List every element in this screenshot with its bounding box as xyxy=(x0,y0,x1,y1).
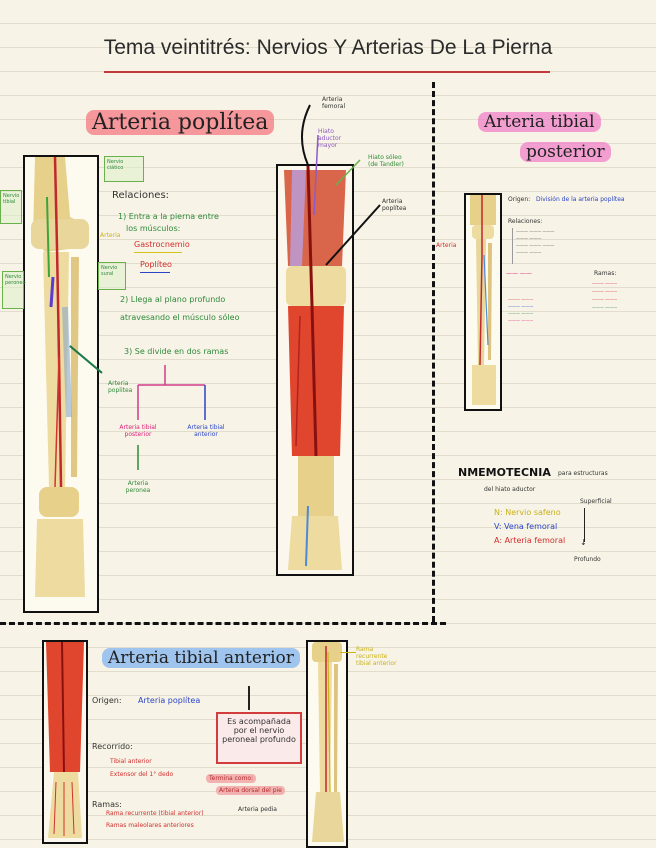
ta-origen-label: Origen: xyxy=(92,696,122,705)
ta-photo-leader xyxy=(340,652,356,653)
tp-origen-value: División de la arteria poplítea xyxy=(536,196,625,203)
poplitea-leg-image xyxy=(23,155,99,613)
ta-ramas-1: Rama recurrente (tibial anterior) xyxy=(106,810,204,817)
item1-popliteo: Poplíteo xyxy=(140,260,172,269)
mnemo-arrow-line xyxy=(584,508,585,542)
ta-recorrido-label: Recorrido: xyxy=(92,742,133,751)
section-divider-horizontal xyxy=(0,622,446,625)
tibial-posterior-heading-1: Arteria tibial xyxy=(478,112,601,132)
tp-color-list: ——— ——— ——— ——— ——— ——— ——— ——— xyxy=(508,297,534,323)
branch-right: Arteria tibial anterior xyxy=(187,424,225,438)
tp-ramas-list: ——— ——— ——— ——— ——— ——— ——— ——— xyxy=(592,281,618,310)
mnemo-arrow-icon: ↓ xyxy=(580,538,587,547)
ta-connector xyxy=(248,686,250,710)
label-box-1: Nervio ciático xyxy=(104,156,144,182)
mnemo-heading-line2: del hiato aductor xyxy=(484,486,536,493)
branch-left: Arteria tibial posterior xyxy=(119,424,157,438)
ta-ramas-2: Ramas maleolares anteriores xyxy=(106,822,194,829)
poplitea-photo-note: Arteria xyxy=(100,232,121,239)
label-femoral: Arteria femoral xyxy=(322,96,346,110)
popliteo-underline xyxy=(140,272,170,273)
leader-label: Arteria poplitea xyxy=(108,380,133,394)
item2-line1: 2) Llega al plano profundo xyxy=(120,295,226,304)
tibial-anterior-image-left xyxy=(42,640,88,844)
ta-acompanada-box: Es acompañada por el nervio peroneal pro… xyxy=(216,712,302,764)
mnemo-profundo: Profundo xyxy=(574,556,601,563)
label-hiato-soleo: Hiato sóleo (de Tandler) xyxy=(368,154,404,168)
ta-termina-value: Arteria dorsal del pie xyxy=(216,786,285,795)
label-box-3: Nervio peroneo xyxy=(2,271,26,309)
mnemo-heading-tail: para estructuras xyxy=(558,470,608,477)
label-box-4: Nervio sural xyxy=(98,262,126,290)
poplitea-heading: Arteria poplítea xyxy=(86,110,275,135)
relaciones-label: Relaciones: xyxy=(112,190,170,201)
item1-line1: 1) Entra a la pierna entre xyxy=(118,212,219,221)
tp-notes-block: ——— ——— —————— —————— ——— —————— ——— xyxy=(512,228,583,264)
mnemo-superficial: Superficial xyxy=(580,498,612,505)
gastrocnemio-underline xyxy=(134,252,182,253)
mnemo-v: V: Vena femoral xyxy=(494,522,558,531)
ta-termina-label: Termina como: xyxy=(206,774,257,783)
tp-pink-note: —— —— xyxy=(506,270,532,277)
mnemo-n: N: Nervio safeno xyxy=(494,508,561,517)
tibial-posterior-heading-2: posterior xyxy=(520,142,611,162)
branch-diagram xyxy=(137,365,206,470)
branch-child: Arteria peronea xyxy=(125,480,151,494)
tp-relaciones-label: Relaciones: xyxy=(508,218,543,225)
mnemo-heading: NMEMOTECNIA xyxy=(458,466,551,479)
label-poplitea: Arteria poplítea xyxy=(382,198,407,212)
tibial-anterior-heading: Arteria tibial anterior xyxy=(102,648,300,668)
section-divider-vertical xyxy=(432,82,435,622)
label-box-2: Nervio tibial xyxy=(0,190,22,224)
ta-photo-label: Rama recurrente tibial anterior xyxy=(356,646,397,667)
poplitea-dissection-image xyxy=(276,164,354,576)
mnemo-a: A: Arteria femoral xyxy=(494,536,566,545)
tibial-anterior-image-right xyxy=(306,640,348,848)
ta-ramas-label: Ramas: xyxy=(92,800,122,809)
page-title: Tema veintitrés: Nervios Y Arterias De L… xyxy=(103,36,553,59)
dissection-leaders xyxy=(300,104,381,266)
tibial-posterior-side-note: Arteria xyxy=(436,242,457,249)
tp-origen-label: Origen: xyxy=(508,196,531,203)
item3: 3) Se divide en dos ramas xyxy=(124,347,229,356)
ta-recorrido-1: Tibial anterior xyxy=(110,758,152,765)
tibial-posterior-image xyxy=(464,193,502,411)
tp-ramas-label: Ramas: xyxy=(594,270,617,277)
label-hiato: Hiato aductor mayor xyxy=(318,128,342,149)
item1-gastrocnemio: Gastrocnemio xyxy=(134,240,190,249)
title-underline xyxy=(104,71,550,73)
ta-recorrido-2: Extensor del 1° dedo xyxy=(110,771,174,778)
ta-arteria-pedia: Arteria pedia xyxy=(238,806,277,813)
ta-origen-value: Arteria poplítea xyxy=(138,696,201,705)
item1-line2: los músculos: xyxy=(126,224,181,233)
item2-line2: atravesando el músculo sóleo xyxy=(120,313,240,322)
